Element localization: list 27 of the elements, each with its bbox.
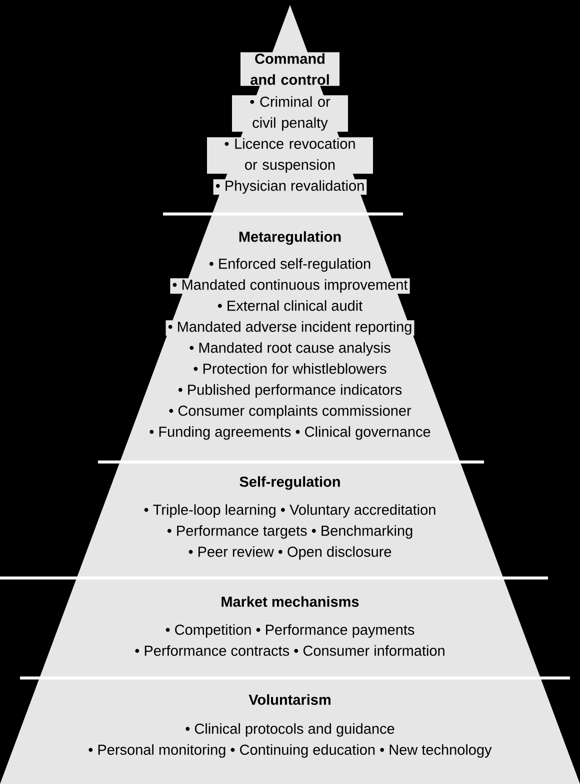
bullet-item: • Published performance indicators: [176, 383, 404, 399]
tier-heading: Command and control: [240, 52, 340, 86]
bullet-item: • Funding agreements • Clinical governance: [147, 425, 433, 441]
bullet-item: • Physician revalidation: [213, 179, 367, 195]
pyramid-tier: [76, 462, 504, 578]
bullet-item: • Triple-loop learning • Voluntary accreditation: [142, 503, 438, 519]
bullet-item: • Mandated root cause analysis: [187, 341, 393, 357]
bullet-item: • External clinical audit: [215, 299, 365, 312]
bullet-item: • Performance targets • Benchmarking: [164, 524, 416, 540]
bullet-item: • Mandated continuous improvement: [170, 278, 410, 294]
bullet-item: • Peer review • Open disclosure: [186, 545, 394, 561]
tier-heading: Metaregulation: [236, 230, 344, 246]
bullet-item: • Consumer complaints commissioner: [166, 404, 414, 420]
bullet-item: • Clinical protocols and guidance: [183, 722, 397, 738]
bullet-item: • Enforced self-regulation: [206, 257, 374, 273]
bullet-item: • Competition • Performance payments: [163, 623, 417, 639]
pyramid-tier: [207, 5, 373, 214]
tier-heading: Market mechanisms: [218, 595, 362, 608]
pyramid-tier: [0, 678, 580, 784]
bullet-item: • Personal monitoring • Continuing education • New technology: [86, 743, 494, 759]
bullet-item: • Licence revocation or suspension: [207, 137, 373, 174]
tier-heading: Self-regulation: [237, 475, 343, 491]
tier-heading: Voluntarism: [246, 693, 334, 706]
bullet-item: • Mandated adverse incident reporting: [166, 320, 414, 336]
bullet-item: • Protection for whistleblowers: [191, 362, 389, 375]
bullet-item: • Criminal or civil penalty: [232, 95, 348, 132]
bullet-item: • Performance contracts • Consumer information: [132, 644, 448, 657]
